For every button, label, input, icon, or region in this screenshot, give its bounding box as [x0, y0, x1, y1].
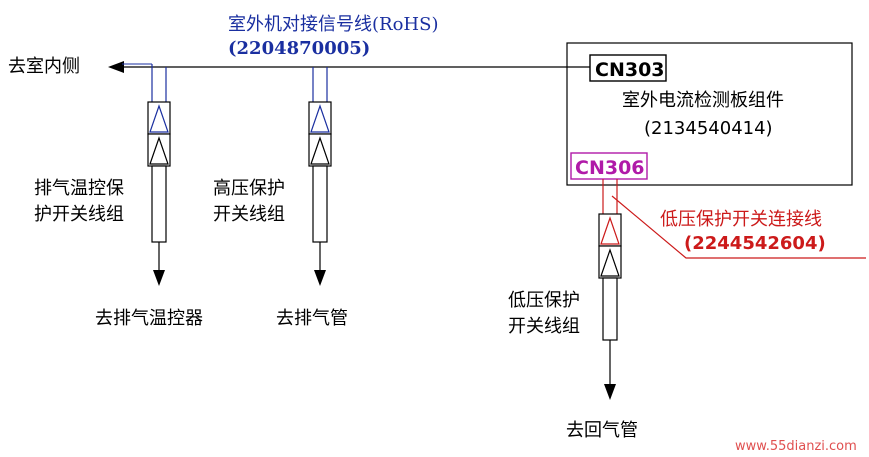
watermark: www.55dianzi.com	[735, 439, 857, 454]
connector-triangle-icon	[149, 136, 169, 165]
to-indoor-label: 去室内侧	[8, 56, 80, 77]
signal-cable-title: 室外机对接信号线(RoHS)	[228, 14, 438, 35]
arrow-head-icon	[153, 270, 165, 286]
connector-triangle-icon	[310, 136, 330, 165]
branch-exhaust-temp	[147, 64, 171, 286]
cn306-label: CN306	[575, 157, 645, 179]
arrow-head-icon	[604, 384, 616, 400]
low-pressure-cable-part-no: (2244542604)	[684, 233, 826, 254]
arrow-head-icon	[108, 61, 124, 73]
high-pressure-harness-line2: 开关线组	[213, 204, 285, 225]
board-part-no: (2134540414)	[644, 118, 773, 139]
connector-triangle-icon	[149, 104, 169, 133]
board-title: 室外电流检测板组件	[622, 90, 784, 111]
exhaust-temp-harness-line2: 护开关线组	[34, 204, 124, 225]
exhaust-temp-destination: 去排气温控器	[95, 308, 203, 329]
arrow-head-icon	[314, 270, 326, 286]
high-pressure-destination: 去排气管	[276, 308, 348, 329]
cn303-connector	[589, 54, 667, 82]
exhaust-temp-harness-line1: 排气温控保	[34, 178, 124, 199]
connector-triangle-icon	[600, 248, 620, 277]
low-pressure-destination: 去回气管	[566, 420, 638, 441]
low-pressure-callout-line	[611, 195, 866, 259]
low-pressure-harness-line2: 开关线组	[508, 316, 580, 337]
branch-low-pressure	[598, 179, 622, 400]
connector-triangle-icon	[600, 216, 620, 245]
high-pressure-harness-line1: 高压保护	[213, 178, 285, 199]
cn303-label: CN303	[595, 59, 665, 81]
low-pressure-harness-line1: 低压保护	[508, 290, 580, 311]
current-detection-board	[566, 42, 853, 186]
connector-triangle-icon	[310, 104, 330, 133]
branch-high-pressure	[308, 67, 332, 286]
signal-cable-part-no: (2204870005)	[228, 38, 370, 59]
low-pressure-cable-title: 低压保护开关连接线	[660, 209, 822, 230]
cn306-connector	[570, 152, 648, 180]
